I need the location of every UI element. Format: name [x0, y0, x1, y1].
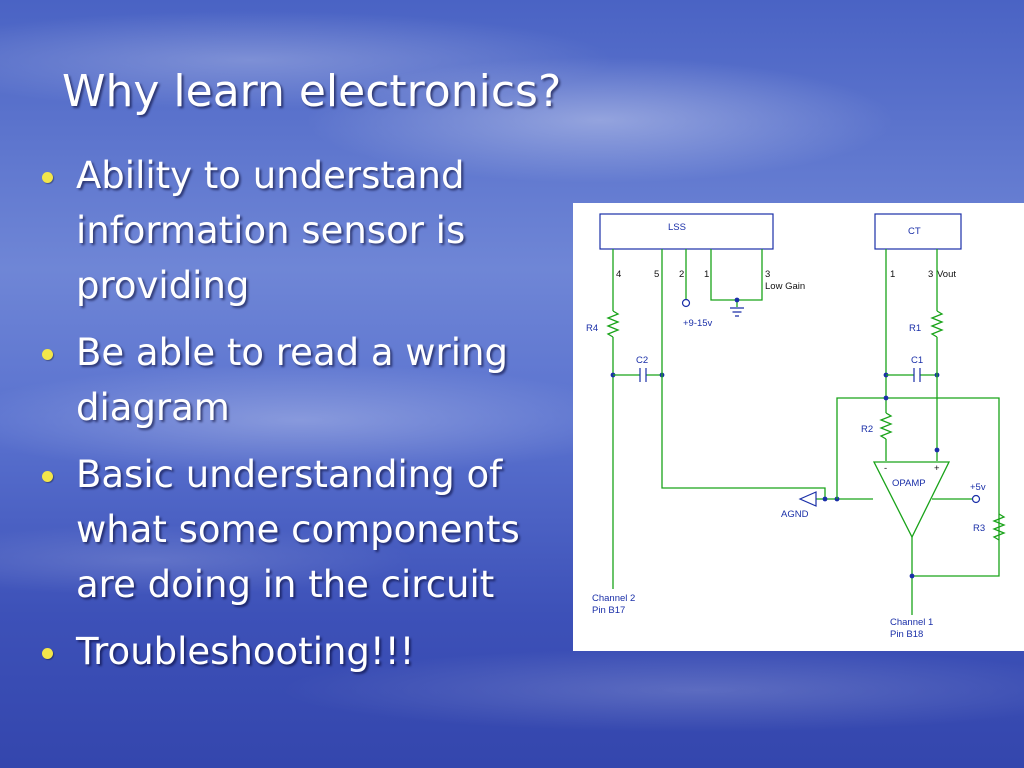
opamp-minus-label: -	[884, 463, 887, 474]
pin-b18-label: Pin B18	[890, 629, 923, 640]
bullet-text: Basic understanding of what some compone…	[76, 453, 520, 606]
lss-box	[599, 213, 774, 250]
ground-icon	[730, 307, 744, 317]
wiring-diagram: LSS CT 4 5 2 1 3 Low Gain 1 3 Vout R4 C2…	[573, 203, 1024, 651]
junction-dot	[734, 297, 740, 303]
bullet-text: Ability to understand information sensor…	[76, 154, 466, 307]
bullet-dot-icon	[42, 648, 53, 659]
lss-pin-5: 5	[654, 269, 659, 280]
ct-pin-3: 3	[928, 269, 933, 280]
lss-pin-2: 2	[679, 269, 684, 280]
wiring-diagram-svg: LSS CT 4 5 2 1 3 Low Gain 1 3 Vout R4 C2…	[586, 213, 1006, 640]
bullet-text: Troubleshooting!!!	[76, 630, 415, 673]
c2-label: C2	[636, 355, 648, 366]
bullet-item: Be able to read a wring diagram	[40, 325, 570, 435]
wire-pin1-pin3-ground	[710, 249, 763, 307]
r4-resistor	[606, 310, 620, 338]
r3-label: R3	[973, 523, 985, 534]
pin-b17-label: Pin B17	[592, 605, 625, 616]
lss-pin-3: 3	[765, 269, 770, 280]
bullet-dot-icon	[42, 471, 53, 482]
bullet-dot-icon	[42, 349, 53, 360]
bullet-dot-icon	[42, 172, 53, 183]
bullet-item: Troubleshooting!!!	[40, 624, 570, 679]
r1-resistor	[930, 310, 944, 338]
r2-resistor	[879, 412, 893, 440]
ct-box	[874, 213, 962, 250]
channel2-label: Channel 2	[592, 593, 635, 604]
agnd-label: AGND	[781, 509, 809, 520]
supply-terminal	[681, 298, 691, 308]
r1-label: R1	[909, 323, 921, 334]
c2-capacitor	[639, 368, 647, 382]
slide-title: Why learn electronics?	[62, 66, 562, 117]
5v-label: +5v	[970, 482, 986, 493]
ct-pin-1: 1	[890, 269, 895, 280]
r4-label: R4	[586, 323, 598, 334]
junction-dot	[934, 447, 940, 453]
vout-label: Vout	[937, 269, 956, 280]
lss-pin-1: 1	[704, 269, 709, 280]
bullet-item: Ability to understand information sensor…	[40, 148, 570, 313]
5v-terminal	[971, 494, 981, 504]
channel1-label: Channel 1	[890, 617, 933, 628]
bullet-list: Ability to understand information sensor…	[40, 148, 570, 691]
ct-label: CT	[908, 226, 921, 237]
opamp-plus-label: +	[934, 463, 940, 474]
bullet-item: Basic understanding of what some compone…	[40, 447, 570, 612]
agnd-symbol	[798, 491, 817, 507]
junction-dot	[883, 395, 889, 401]
junction-dot	[822, 496, 828, 502]
c1-label: C1	[911, 355, 923, 366]
lss-pin-4: 4	[616, 269, 621, 280]
wire-pin5	[661, 249, 826, 499]
opamp-triangle	[872, 461, 951, 539]
r2-label: R2	[861, 424, 873, 435]
r3-resistor	[992, 513, 1006, 541]
wire-feedback-loop	[836, 397, 1000, 577]
lss-label: LSS	[668, 222, 686, 233]
opamp-label: OPAMP	[892, 478, 926, 489]
c1-capacitor	[913, 368, 921, 382]
junction-dot	[909, 573, 915, 579]
low-gain-label: Low Gain	[765, 281, 805, 292]
bullet-text: Be able to read a wring diagram	[76, 331, 508, 429]
supply-label: +9-15v	[683, 318, 713, 329]
